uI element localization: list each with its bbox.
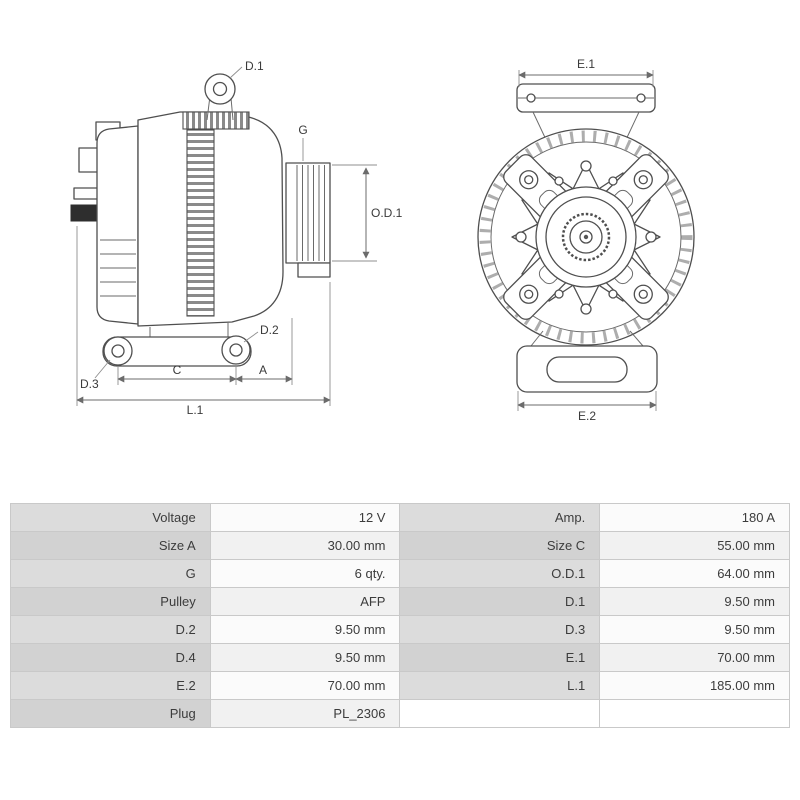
- dim-d1: D.1: [229, 59, 264, 79]
- dim-label-d3: D.3: [80, 377, 99, 391]
- dim-l1: L.1: [76, 226, 331, 417]
- dim-d3: D.3: [80, 359, 111, 391]
- spec-value-cell: 30.00 mm: [209, 531, 401, 560]
- front-bottom-bracket: [516, 330, 658, 393]
- spec-label-cell: E.2: [10, 671, 211, 700]
- spec-table: Voltage 12 V Amp. 180 A Size A 30.00 mm …: [10, 503, 790, 728]
- spec-label-cell: E.1: [399, 643, 601, 672]
- spec-label-cell: Pulley: [10, 587, 211, 616]
- spec-label-cell: D.2: [10, 615, 211, 644]
- spec-value-cell: 9.50 mm: [209, 615, 401, 644]
- stator-fins: [186, 129, 215, 317]
- top-mounting-ear: [204, 73, 236, 121]
- spec-row-voltage: Voltage 12 V Amp. 180 A: [10, 503, 790, 532]
- front-top-bracket: [516, 83, 656, 147]
- spec-row-g: G 6 qty. O.D.1 64.00 mm: [10, 559, 790, 588]
- dim-d2: D.2: [243, 323, 279, 343]
- dim-od1: O.D.1: [332, 164, 403, 262]
- connector-block: [70, 204, 99, 222]
- spec-label-cell: Voltage: [10, 503, 211, 532]
- spec-label-cell: O.D.1: [399, 559, 601, 588]
- dim-label-l1: L.1: [187, 403, 204, 417]
- spec-label-cell: D.3: [399, 615, 601, 644]
- vent-holes: [515, 160, 657, 315]
- spec-empty-cell: [599, 699, 790, 728]
- main-body: [137, 111, 284, 327]
- dim-e1: E.1: [518, 57, 654, 87]
- spec-value-cell: 70.00 mm: [599, 643, 790, 672]
- spec-value-cell: 55.00 mm: [599, 531, 790, 560]
- spec-label-cell: D.1: [399, 587, 601, 616]
- pulley-hub: [535, 186, 637, 288]
- housing-fin-ring: [479, 130, 693, 344]
- dim-label-d1: D.1: [245, 59, 264, 73]
- spec-row-size-a: Size A 30.00 mm Size C 55.00 mm: [10, 531, 790, 560]
- spec-label-cell: G: [10, 559, 211, 588]
- dim-a: A: [235, 318, 293, 385]
- spec-value-cell: 9.50 mm: [209, 643, 401, 672]
- alternator-technical-drawing: G D.1 O.D.1 D.2: [70, 57, 695, 423]
- dim-e2: E.2: [517, 391, 657, 423]
- dim-label-od1: O.D.1: [371, 206, 403, 220]
- spec-value-cell: 9.50 mm: [599, 615, 790, 644]
- spec-value-cell: 6 qty.: [209, 559, 401, 588]
- spec-value-cell: 180 A: [599, 503, 790, 532]
- pulley: [285, 162, 331, 278]
- spec-label-cell: Size A: [10, 531, 211, 560]
- spec-value-cell: 12 V: [209, 503, 401, 532]
- dim-label-g: G: [298, 123, 307, 137]
- spec-value-cell: 64.00 mm: [599, 559, 790, 588]
- top-cooling-fins: [182, 111, 250, 130]
- spec-row-d2: D.2 9.50 mm D.3 9.50 mm: [10, 615, 790, 644]
- dim-label-e2: E.2: [578, 409, 596, 423]
- shaft-center: [583, 234, 589, 240]
- technical-diagram-svg: G D.1 O.D.1 D.2: [70, 57, 695, 423]
- spec-label-cell: Plug: [10, 699, 211, 728]
- spec-row-plug: Plug PL_2306: [10, 699, 790, 728]
- spec-label-cell: L.1: [399, 671, 601, 700]
- alternator-front-view: E.1 E.2: [477, 57, 695, 423]
- spec-value-cell: 9.50 mm: [599, 587, 790, 616]
- dim-label-a: A: [259, 363, 267, 377]
- dim-label-c: C: [173, 363, 182, 377]
- spec-label-cell: Amp.: [399, 503, 601, 532]
- dim-g: G: [298, 123, 308, 161]
- spec-value-cell: AFP: [209, 587, 401, 616]
- dim-label-e1: E.1: [577, 57, 595, 71]
- spec-value-cell: 70.00 mm: [209, 671, 401, 700]
- spec-row-pulley: Pulley AFP D.1 9.50 mm: [10, 587, 790, 616]
- alternator-side-view: G D.1 O.D.1 D.2: [70, 59, 403, 417]
- spec-row-e2: E.2 70.00 mm L.1 185.00 mm: [10, 671, 790, 700]
- spec-value-cell: PL_2306: [209, 699, 401, 728]
- rear-housing: [70, 121, 139, 325]
- spec-label-cell: Size C: [399, 531, 601, 560]
- spec-value-cell: 185.00 mm: [599, 671, 790, 700]
- spec-empty-cell: [399, 699, 601, 728]
- bottom-mounting-bar: [102, 323, 252, 367]
- spec-label-cell: D.4: [10, 643, 211, 672]
- spec-row-d4: D.4 9.50 mm E.1 70.00 mm: [10, 643, 790, 672]
- dim-label-d2: D.2: [260, 323, 279, 337]
